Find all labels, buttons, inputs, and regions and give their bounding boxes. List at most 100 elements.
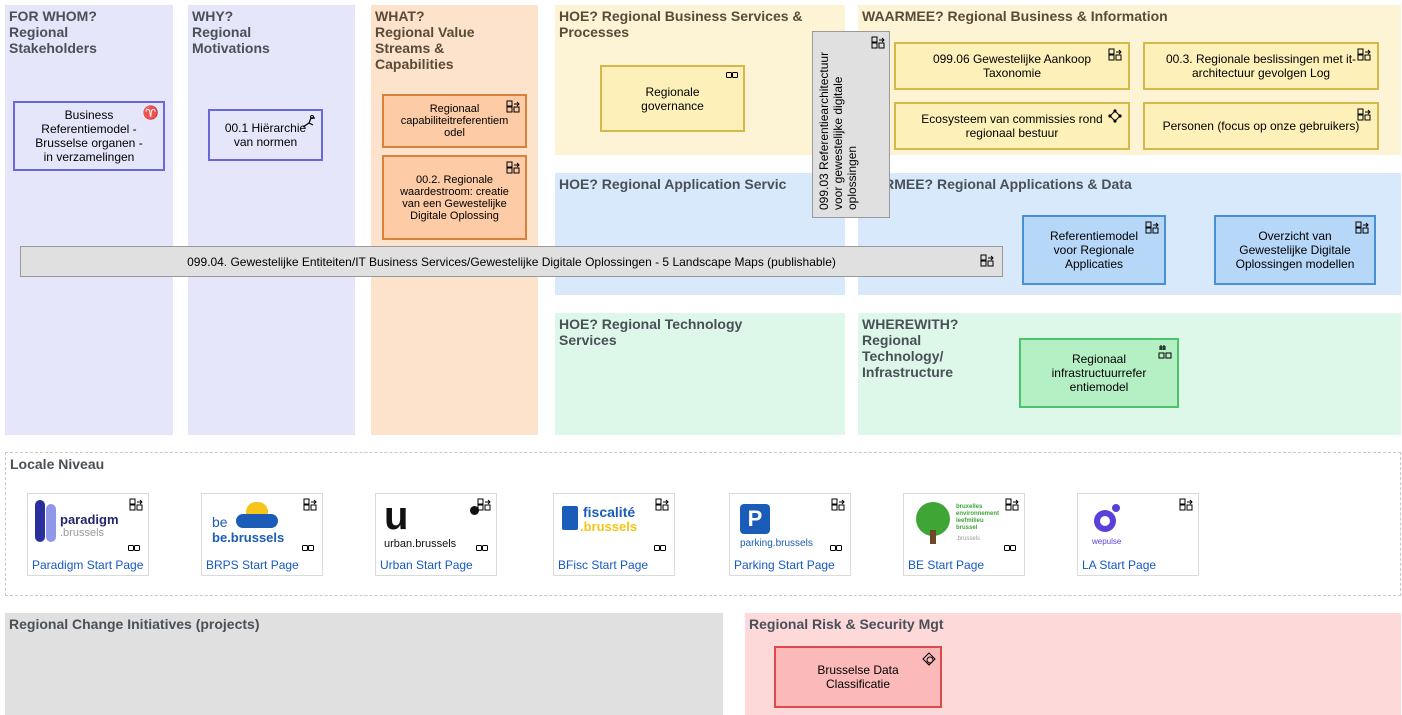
parking-logo-sub: parking.brussels [740, 538, 813, 549]
zone-title-risk: Regional Risk & Security Mgt [749, 616, 944, 632]
zone-title-hoe-application: HOE? Regional Application Servic [559, 176, 787, 192]
zone-title-waarmee-application: ARMEE? Regional Applications & Data [874, 176, 1132, 192]
be-env-logo-sub: .brussels [956, 536, 981, 542]
parking-logo: P parking.brussels [734, 500, 834, 550]
tile-brps[interactable]: be be.brussels BRPS Start Page [201, 493, 323, 576]
zone-title-wherewith: WHEREWITH? Regional Technology/ Infrastr… [862, 316, 959, 380]
urban-logo-text: u [384, 494, 409, 538]
governance-label: Regionale governance [641, 84, 704, 113]
model-reference-icon [980, 254, 994, 268]
risk-classification-icon [922, 652, 936, 666]
regionale-beslissingen-log[interactable]: 00.3. Regionale beslissingen met it-arch… [1143, 42, 1379, 90]
wepulse-logo-text: wepulse [1092, 537, 1122, 546]
referentiearchitectuur-note[interactable]: 099.03 Referentiearchitectuur voor gewes… [812, 31, 890, 218]
parking-start-link[interactable]: Parking Start Page [734, 558, 835, 572]
be-brussels-logo: be be.brussels [206, 500, 306, 550]
zone-for-whom: FOR WHOM? Regional Stakeholders [5, 5, 173, 435]
tile-bfisc[interactable]: fiscalité .brussels BFisc Start Page [553, 493, 675, 576]
be-logo-text: be [212, 514, 228, 530]
urban-logo-sub: urban.brussels [384, 538, 457, 550]
zone-hoe-technology: HOE? Regional Technology Services [555, 313, 845, 435]
ecosysteem-commissies[interactable]: Ecosysteem van commissies rond regionaal… [894, 102, 1130, 150]
brusselse-data-classificatie[interactable]: Brusselse Data Classificatie [774, 646, 942, 708]
actor-collaboration-icon: ♈ [142, 105, 159, 120]
fiscalite-logo-text: fiscalité [583, 504, 636, 520]
model-reference-icon [506, 100, 520, 114]
beslissingen-label: 00.3. Regionale beslissingen met it-arch… [1165, 52, 1357, 80]
regionale-governance[interactable]: Regionale governance [600, 65, 745, 132]
model-reference-icon [1355, 221, 1369, 235]
node-model-icon [1158, 344, 1172, 360]
landscape-maps-bar[interactable]: 099.04. Gewestelijke Entiteiten/IT Busin… [20, 246, 1003, 277]
la-start-link[interactable]: LA Start Page [1082, 558, 1157, 572]
model-reference-icon [1145, 221, 1159, 235]
link-icon [128, 539, 140, 557]
tile-urban[interactable]: u urban.brussels Urban Start Page [375, 493, 497, 576]
hierarchie-label: 00.1 Hiërarchie van normen [224, 121, 307, 149]
tile-la[interactable]: wepulse LA Start Page [1077, 493, 1199, 576]
network-icon [1108, 109, 1122, 123]
model-reference-icon [506, 161, 520, 175]
zone-title-hoe-business: HOE? Regional Business Services & Proces… [559, 8, 803, 40]
zone-title-waarmee-business: WAARMEE? Regional Business & Information [862, 8, 1168, 24]
waardestroom-value-stream[interactable]: 00.2. Regionale waardestroom: creatie va… [382, 155, 527, 240]
model-reference-icon [129, 498, 143, 517]
wepulse-logo: wepulse [1082, 500, 1182, 550]
model-reference-icon [1179, 498, 1193, 517]
model-reference-icon [1357, 108, 1371, 122]
model-reference-icon [1108, 48, 1122, 62]
link-icon [654, 539, 666, 557]
business-referentiemodel-label: Business Referentiemodel - Brusselse org… [35, 108, 143, 164]
capabiliteit-label: Regionaal capabiliteitreferentiem odel [400, 103, 509, 139]
zone-title-locale: Locale Niveau [10, 456, 105, 472]
tile-parking[interactable]: P parking.brussels Parking Start Page [729, 493, 851, 576]
link-icon [1004, 539, 1016, 557]
be-env-logo-text: bruxelles environnement leefmilieu bruss… [956, 504, 1000, 531]
model-reference-icon [303, 498, 317, 517]
bfisc-start-link[interactable]: BFisc Start Page [558, 558, 649, 572]
zone-title-hoe-technology: HOE? Regional Technology Services [559, 316, 743, 348]
ref-arch-label: 099.03 Referentiearchitectuur voor gewes… [817, 51, 859, 210]
overzicht-label: Overzicht van Gewestelijke Digitale Oplo… [1235, 229, 1355, 271]
hierarchie-van-normen-driver[interactable]: 00.1 Hiërarchie van normen [208, 109, 323, 161]
brps-start-link[interactable]: BRPS Start Page [206, 558, 299, 572]
model-reference-icon [477, 498, 491, 517]
paradigm-logo-text: paradigm [60, 512, 119, 527]
model-reference-icon [655, 498, 669, 517]
ref-applicaties-label: Referentiemodel voor Regionale Applicati… [1049, 229, 1139, 271]
urban-logo: u urban.brussels [380, 496, 480, 550]
infra-label: Regionaal infrastructuurrefer entiemodel [1051, 352, 1147, 394]
paradigm-logo-sub: .brussels [60, 527, 105, 539]
zone-title-change: Regional Change Initiatives (projects) [9, 616, 260, 632]
personen-gebruikers[interactable]: Personen (focus op onze gebruikers) [1143, 102, 1379, 150]
driver-icon [301, 115, 317, 129]
model-reference-icon [1005, 498, 1019, 517]
business-referentiemodel-actor[interactable]: Business Referentiemodel - Brusselse org… [13, 101, 165, 171]
landscape-label: 099.04. Gewestelijke Entiteiten/IT Busin… [187, 254, 836, 269]
link-icon [476, 539, 488, 557]
link-icon [726, 71, 738, 79]
paradigm-logo: paradigm .brussels [32, 500, 132, 550]
fiscalite-logo: fiscalité .brussels [558, 500, 658, 550]
zone-regional-change: Regional Change Initiatives (projects) [5, 613, 723, 715]
aankoop-taxonomie[interactable]: 099.06 Gewestelijke Aankoop Taxonomie [894, 42, 1130, 90]
tile-paradigm[interactable]: paradigm .brussels Paradigm Start Page [27, 493, 149, 576]
be-start-link[interactable]: BE Start Page [908, 558, 985, 572]
bruxelles-environnement-logo: bruxelles environnement leefmilieu bruss… [908, 500, 1008, 550]
tile-be[interactable]: bruxelles environnement leefmilieu bruss… [903, 493, 1025, 576]
zone-why: WHY? Regional Motivations [188, 5, 355, 435]
referentiemodel-applicaties[interactable]: Referentiemodel voor Regionale Applicati… [1022, 215, 1166, 285]
urban-start-link[interactable]: Urban Start Page [380, 558, 473, 572]
aankoop-label: 099.06 Gewestelijke Aankoop Taxonomie [932, 52, 1092, 80]
parking-logo-text: P [740, 504, 770, 534]
ecosysteem-label: Ecosysteem van commissies rond regionaal… [921, 112, 1103, 140]
paradigm-start-link[interactable]: Paradigm Start Page [32, 558, 144, 572]
model-reference-icon [831, 498, 845, 517]
overzicht-digitale-oplossingen[interactable]: Overzicht van Gewestelijke Digitale Oplo… [1214, 215, 1376, 285]
model-reference-icon [1357, 48, 1371, 62]
capabiliteit-referentiemodel[interactable]: Regionaal capabiliteitreferentiem odel [382, 94, 527, 148]
infrastructuur-referentiemodel[interactable]: Regionaal infrastructuurrefer entiemodel [1019, 338, 1179, 408]
personen-label: Personen (focus op onze gebruikers) [1162, 119, 1360, 133]
fiscalite-logo-sub: .brussels [580, 519, 638, 534]
be-logo-sub: be.brussels [212, 530, 285, 545]
